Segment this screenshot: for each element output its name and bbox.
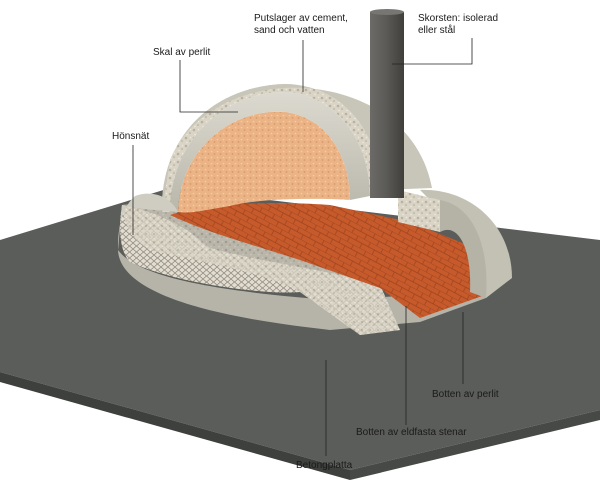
chimney [370, 9, 404, 198]
label-putslager-line2: sand och vatten [254, 25, 348, 37]
label-skorsten: Skorsten: isolerad eller stål [418, 13, 498, 37]
label-skal: Skal av perlit [153, 47, 210, 59]
label-skorsten-line1: Skorsten: isolerad [418, 13, 498, 25]
label-betongplatta: Betongplatta [296, 460, 352, 472]
label-skorsten-line2: eller stål [418, 25, 498, 37]
label-putslager-line1: Putslager av cement, [254, 13, 348, 25]
label-putslager: Putslager av cement, sand och vatten [254, 13, 348, 37]
label-botten-perlit: Botten av perlit [432, 389, 499, 401]
label-honsnat: Hönsnät [112, 131, 149, 143]
label-botten-eldfasta: Botten av eldfasta stenar [356, 427, 467, 439]
